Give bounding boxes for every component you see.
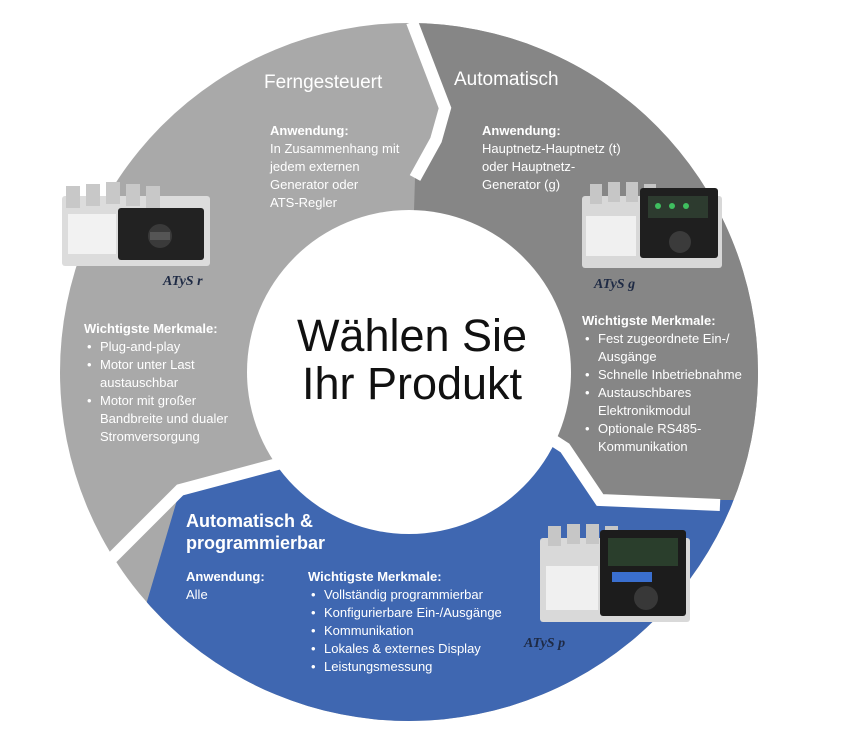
automatisch-anwendung-label: Anwendung: [482,123,561,138]
programmierbar-title: Automatisch & programmierbar [186,510,325,554]
automatisch-merkmale-label: Wichtigste Merkmale: [582,313,716,328]
separator-right [544,431,721,511]
programmierbar-title-line-2: programmierbar [186,533,326,553]
programmierbar-merkmale-list: Vollständig programmierbar Konfigurierba… [308,586,502,676]
automatisch-anwendung-line: Generator (g) [482,177,561,192]
atys-p-product-name: ATyS p [524,636,566,651]
atys-r-switch-image [62,182,210,266]
list-item: Leistungsmessung [308,658,502,676]
automatisch-merkmale-list: Fest zugeordnete Ein-/Ausgänge Schnelle … [582,330,742,456]
list-item: Kommunikation [308,622,502,640]
atys-r-product-name: ATyS r [163,274,203,289]
ferngesteuert-merkmale-label: Wichtigste Merkmale: [84,321,218,336]
ferngesteuert-title: Ferngesteuert [264,72,383,93]
programmierbar-anwendung: Anwendung: Alle [186,568,265,604]
list-item: Lokales & externes Display [308,640,502,658]
list-item: Optionale RS485-Kommunikation [582,420,742,456]
ferngesteuert-anwendung: Anwendung: In Zusammenhang mit jedem ext… [270,122,399,212]
ferngesteuert-anwendung-line: In Zusammenhang mit [270,141,400,156]
atys-p-switch-image [540,524,690,622]
programmierbar-title-line-1: Automatisch & [186,511,314,531]
ferngesteuert-merkmale-list: Plug-and-play Motor unter Lastaustauschb… [84,338,228,446]
center-circle [247,210,571,534]
center-title-line-1: Wählen Sie [296,310,528,361]
programmierbar-anwendung-value: Alle [186,587,208,602]
ferngesteuert-anwendung-line: ATS-Regler [270,195,337,210]
ferngesteuert-merkmale: Wichtigste Merkmale: Plug-and-play Motor… [84,320,228,446]
ferngesteuert-anwendung-line: Generator oder [270,177,359,192]
list-item: Schnelle Inbetriebnahme [582,366,742,384]
automatisch-title: Automatisch [454,69,559,90]
automatisch-anwendung-line: Hauptnetz-Hauptnetz (t) [482,141,621,156]
center-title: Wählen Sie Ihr Produkt [262,312,562,408]
list-item: Plug-and-play [84,338,228,356]
separator-top [406,19,452,181]
ferngesteuert-anwendung-label: Anwendung: [270,123,349,138]
automatisch-anwendung: Anwendung: Hauptnetz-Hauptnetz (t) oder … [482,122,621,194]
atys-g-product-name: ATyS g [594,277,636,292]
automatisch-anwendung-line: oder Hauptnetz- [482,159,576,174]
atys-g-switch-image [582,182,722,268]
automatisch-merkmale: Wichtigste Merkmale: Fest zugeordnete Ei… [582,312,742,456]
center-title-line-2: Ihr Produkt [301,358,523,409]
list-item: Vollständig programmierbar [308,586,502,604]
ferngesteuert-anwendung-line: jedem externen [270,159,360,174]
list-item: Konfigurierbare Ein-/Ausgänge [308,604,502,622]
list-item: Fest zugeordnete Ein-/Ausgänge [582,330,742,366]
programmierbar-merkmale: Wichtigste Merkmale: Vollständig program… [308,568,502,676]
programmierbar-merkmale-label: Wichtigste Merkmale: [308,569,442,584]
programmierbar-anwendung-label: Anwendung: [186,569,265,584]
